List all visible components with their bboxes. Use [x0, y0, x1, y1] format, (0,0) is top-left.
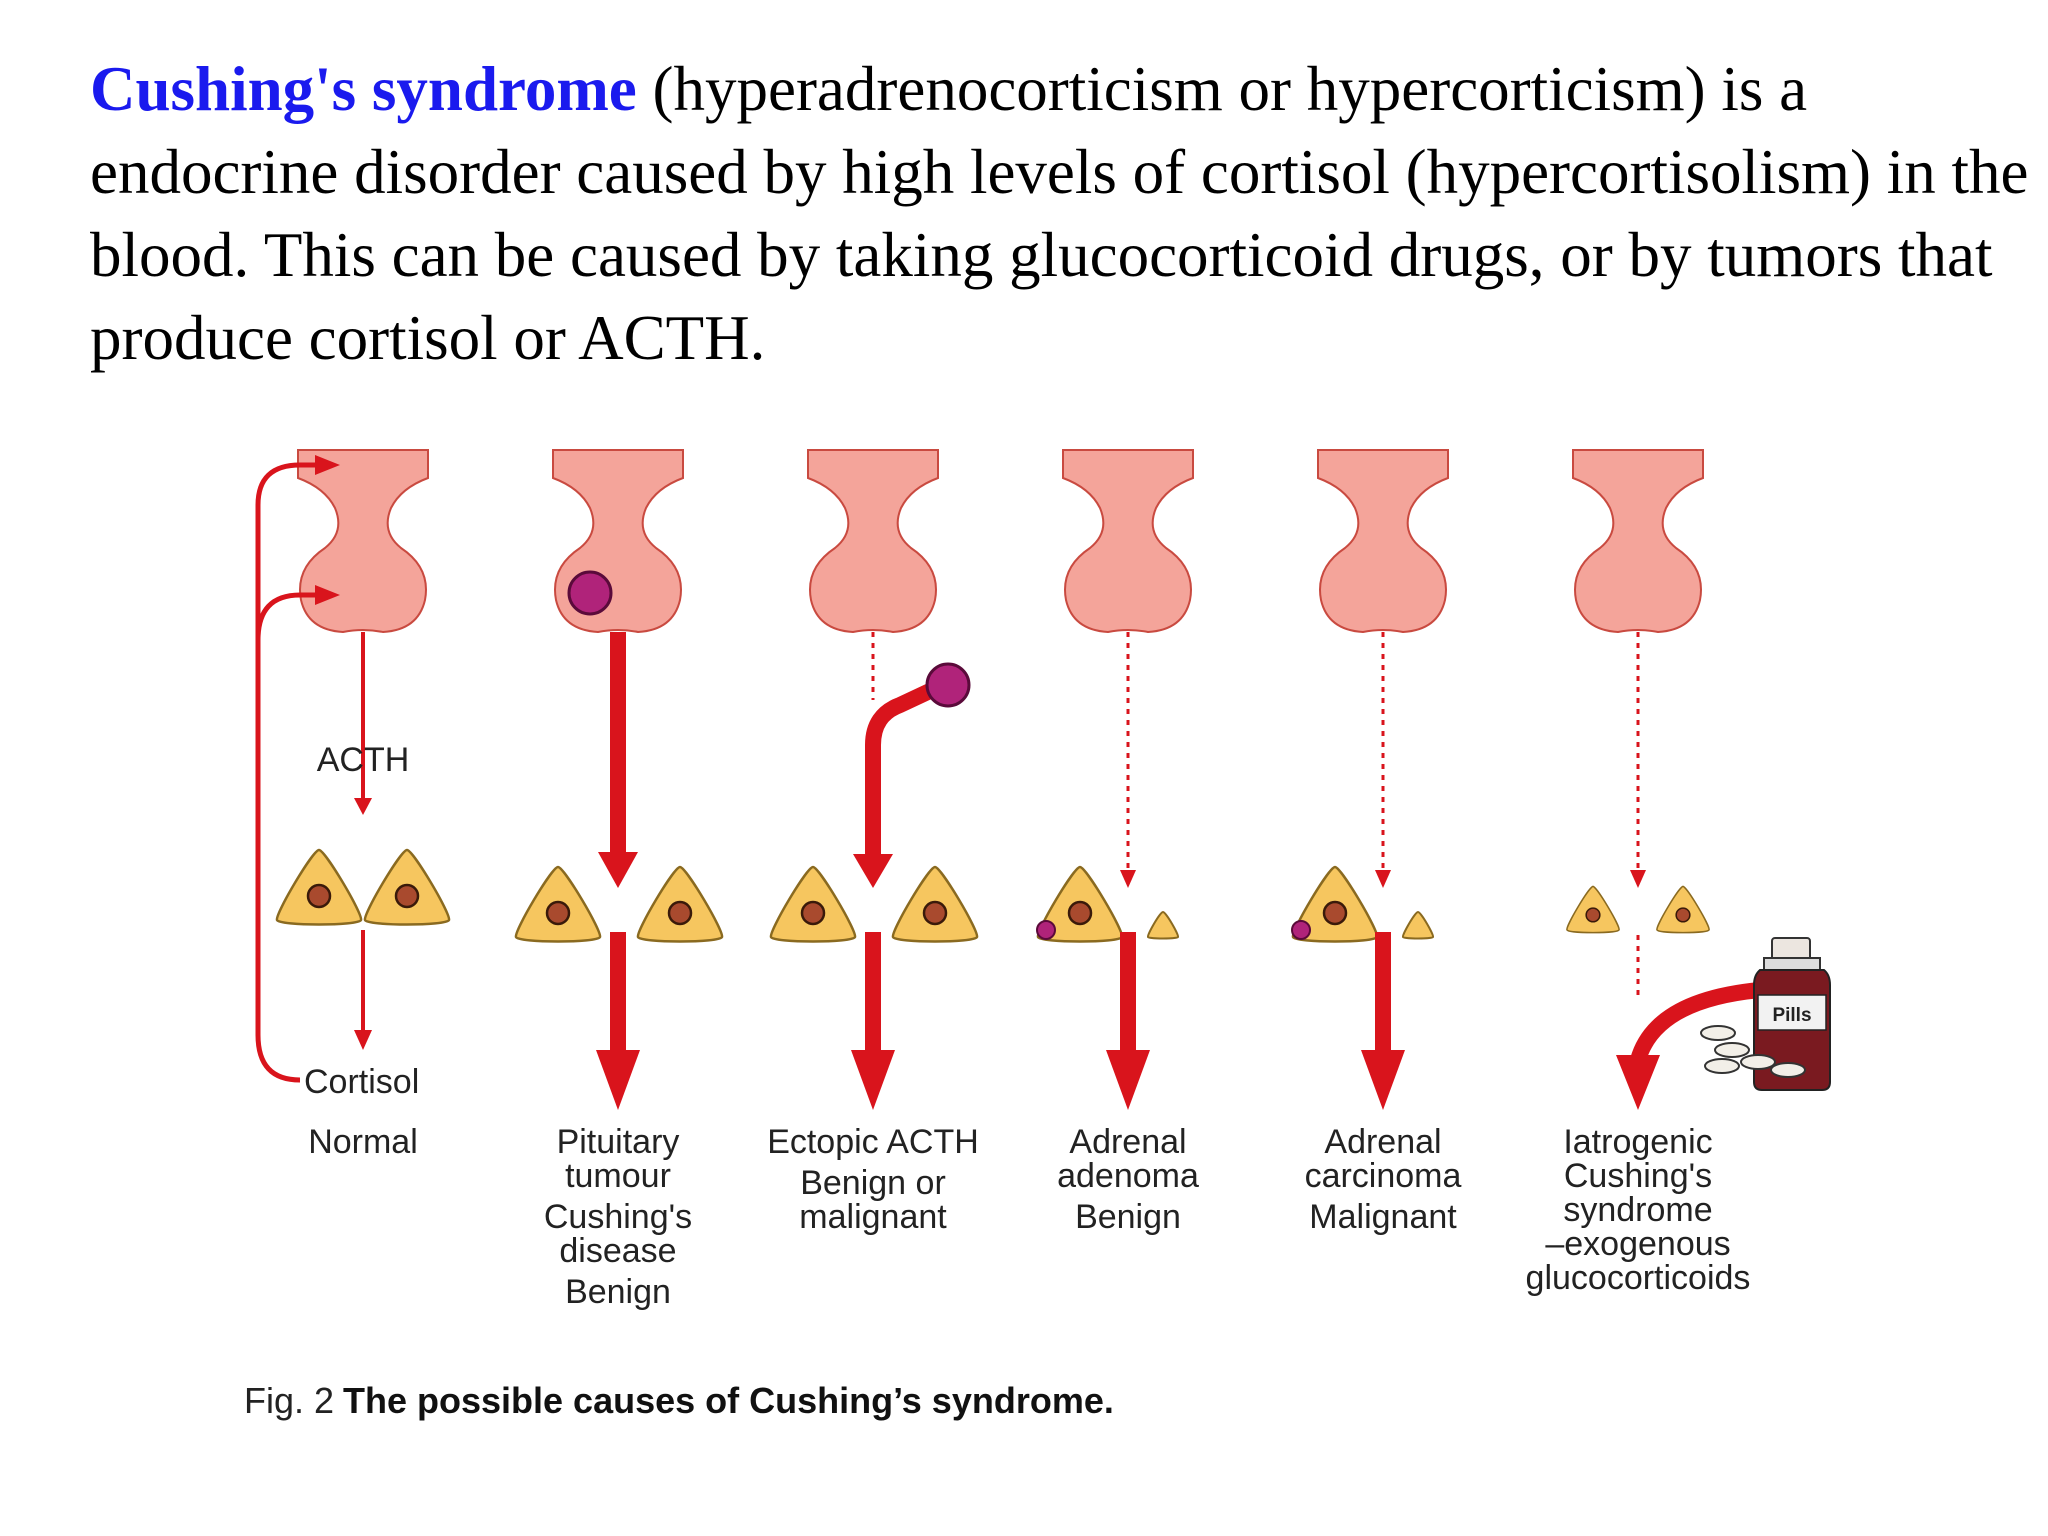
label-adenoma-line-2: adenoma [1057, 1157, 1199, 1195]
label-adenoma-line-1: Adrenal [1069, 1123, 1186, 1161]
adrenal-cell [891, 865, 979, 943]
feedback-arrow-pituitary [255, 592, 318, 641]
label-pituitary-line-3: Cushing's [544, 1198, 692, 1236]
label-carcinoma-line-2: carcinoma [1305, 1157, 1462, 1195]
pill-bottle-label: Pills [1772, 1005, 1811, 1026]
label-adenoma-line-3: Benign [1075, 1198, 1181, 1236]
adrenal-cell [636, 865, 724, 943]
panel-iatrogenic: Pills [1566, 449, 1831, 1110]
definition-text: (hyperadrenocorticism or hypercorticism)… [90, 54, 2029, 373]
adrenal-tumour [1291, 920, 1311, 940]
figure-number: Fig. 2 [244, 1380, 334, 1421]
label-pituitary-line-5: Benign [565, 1273, 671, 1311]
panel-adrenal-carcinoma [1291, 449, 1449, 1110]
atrophic-adrenal-cell [1401, 911, 1435, 940]
label-ectopic-line-1: Ectopic ACTH [767, 1123, 979, 1161]
label-iatrogenic-line-2: Cushing's [1564, 1157, 1712, 1195]
label-iatrogenic-line-3: syndrome [1563, 1191, 1712, 1229]
adrenal-cell [769, 865, 857, 943]
label-pituitary-line-4: disease [559, 1232, 676, 1270]
adrenal-cell [1566, 885, 1620, 934]
label-ectopic-line-2: Benign or [800, 1164, 946, 1202]
label-pituitary-line-1: Pituitary [557, 1123, 680, 1161]
figure-caption-text: The possible causes of Cushing’s syndrom… [343, 1380, 1114, 1421]
pills-icon [1700, 1025, 1806, 1078]
label-iatrogenic-line-5: glucocorticoids [1526, 1259, 1751, 1297]
intro-paragraph: Cushing's syndrome (hyperadrenocorticism… [90, 48, 2030, 380]
pituitary-gland [1062, 449, 1194, 633]
pituitary-gland [297, 449, 429, 633]
acth-label: ACTH [317, 741, 410, 779]
label-ectopic-line-3: malignant [799, 1198, 947, 1236]
cortisol-label: Cortisol [304, 1063, 419, 1101]
feedback-arrow-hypothalamus [255, 462, 318, 1083]
adrenal-cell [275, 848, 363, 926]
term-cushings-syndrome: Cushing's syndrome [90, 54, 637, 124]
panel-normal: ACTH Cortisol [255, 449, 451, 1101]
adrenal-cell [1656, 885, 1710, 934]
label-carcinoma-line-3: Malignant [1309, 1198, 1457, 1236]
exogenous-steroid-arrow [1630, 982, 1761, 1063]
adrenal-cell [514, 865, 602, 943]
label-normal: Normal [308, 1123, 418, 1161]
panel-labels: Normal Pituitary tumour Cushing's diseas… [308, 1123, 1750, 1311]
atrophic-adrenal-cell [1146, 911, 1180, 940]
ectopic-acth-arrow [865, 682, 936, 860]
label-iatrogenic-line-1: Iatrogenic [1563, 1123, 1712, 1161]
panel-pituitary-tumour [514, 449, 724, 1110]
ectopic-tumour [925, 662, 971, 708]
panel-adrenal-adenoma [1036, 449, 1194, 1110]
adrenal-cell [363, 848, 451, 926]
figure-caption: Fig. 2 The possible causes of Cushing’s … [244, 1380, 1114, 1421]
label-pituitary-line-2: tumour [565, 1157, 671, 1195]
pituitary-gland [807, 449, 939, 633]
pituitary-gland [1317, 449, 1449, 633]
adrenal-tumour [1036, 920, 1056, 940]
pituitary-tumour [567, 570, 613, 616]
label-iatrogenic-line-4: –exogenous [1545, 1225, 1730, 1263]
panel-ectopic-acth [769, 449, 979, 1110]
label-carcinoma-line-1: Adrenal [1324, 1123, 1441, 1161]
pituitary-gland [1572, 449, 1704, 633]
